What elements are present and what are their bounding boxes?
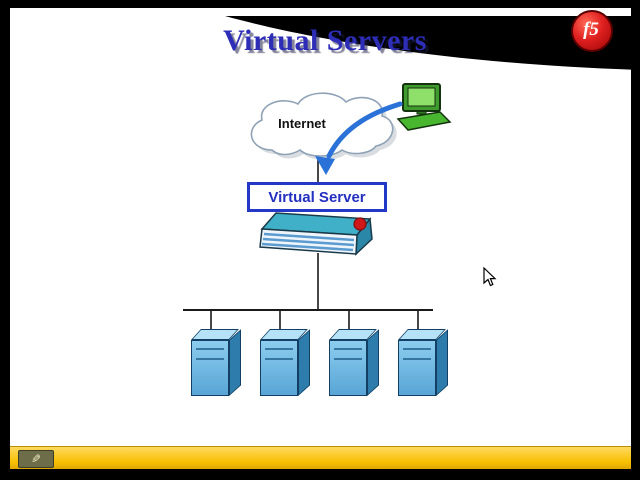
virtual-server-label: Virtual Server — [268, 188, 366, 206]
drive-bays — [196, 348, 224, 360]
drive-bays — [334, 348, 362, 360]
drive-bays — [403, 348, 431, 360]
annotation-pen-button[interactable]: ✎ — [18, 450, 54, 468]
virtual-server-box: Virtual Server — [247, 182, 387, 212]
slide[interactable] — [10, 8, 640, 468]
page-title: Virtual Servers — [223, 24, 427, 57]
f5-logo-icon: f5 — [571, 10, 613, 52]
server-tower-2 — [260, 340, 298, 396]
server-tower-1 — [191, 340, 229, 396]
server-tower-4 — [398, 340, 436, 396]
header-curve — [225, 16, 640, 70]
drive-bays — [265, 348, 293, 360]
f5-logo-text: f5 — [583, 19, 599, 40]
server-tower-3 — [329, 340, 367, 396]
mouse-cursor-icon — [483, 267, 497, 287]
pen-icon: ✎ — [30, 452, 42, 466]
internet-label: Internet — [278, 116, 326, 131]
bottom-bar: ✎ — [10, 446, 631, 469]
header-curve-shape — [225, 16, 640, 70]
